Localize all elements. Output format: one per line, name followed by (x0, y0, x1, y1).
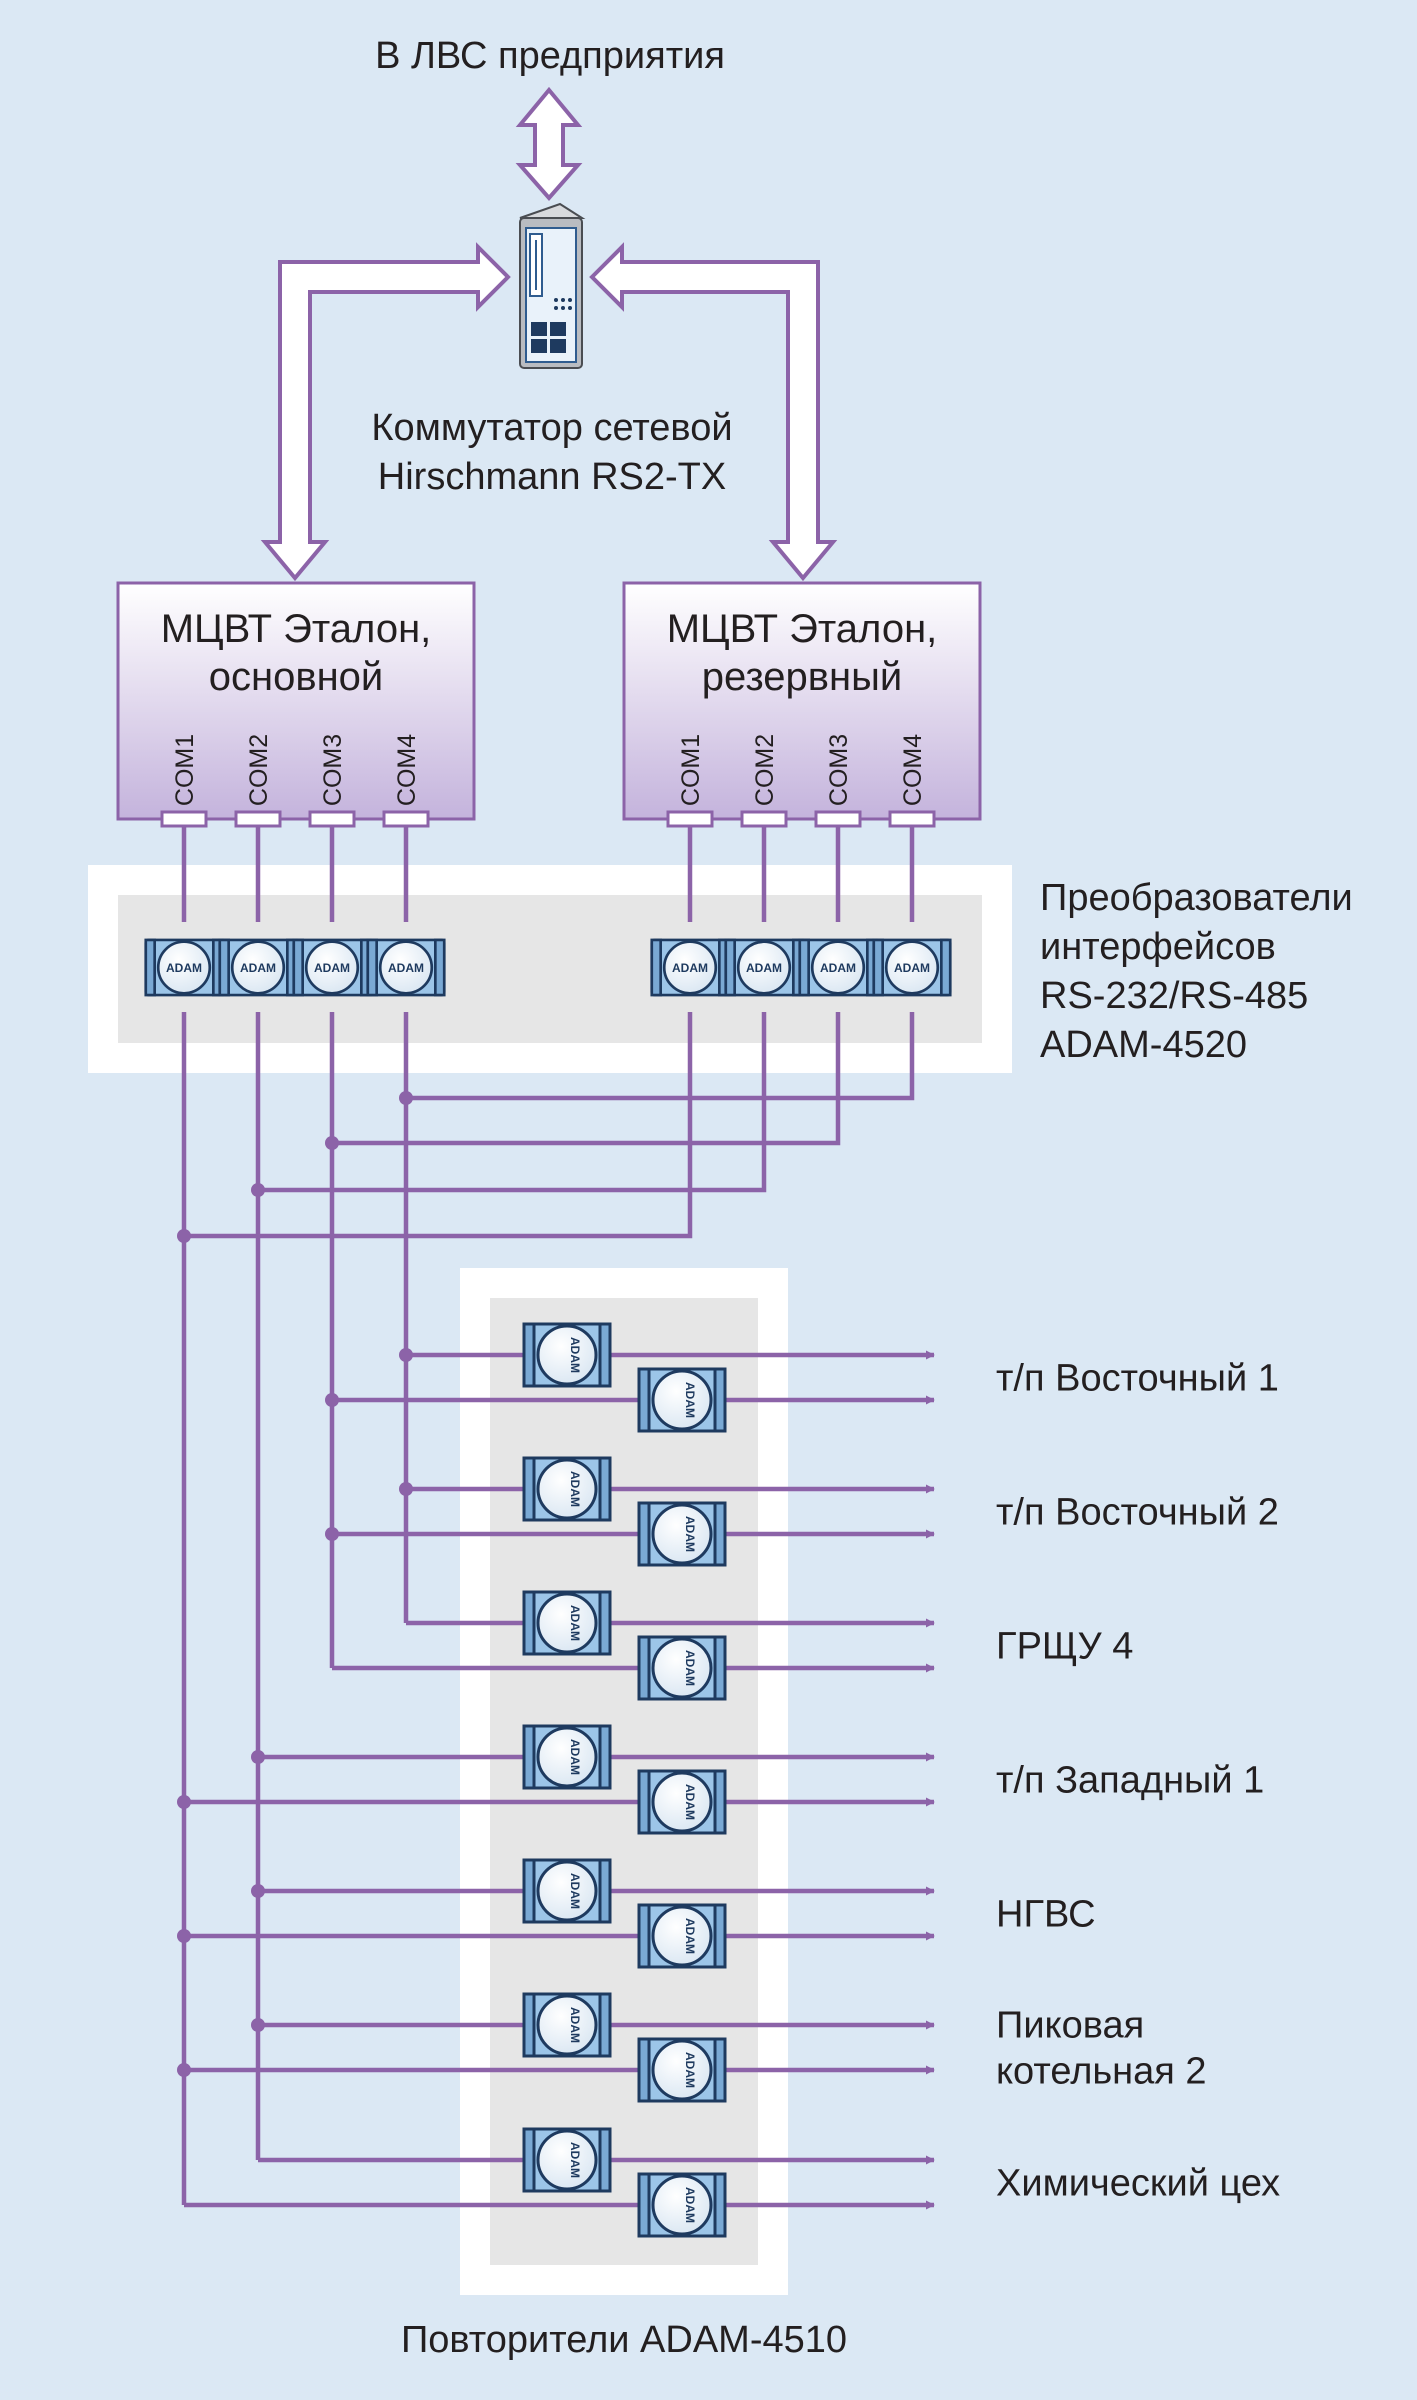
lan-label: В ЛВС предприятия (375, 35, 725, 77)
reserve-com2-crossover (258, 1012, 767, 1193)
reserve-com4-label: COM4 (899, 734, 927, 806)
reserve-com3-junction (325, 1136, 339, 1150)
destination-7-label: Химический цех (996, 2163, 1280, 2205)
converter-8-label: ADAM (894, 961, 930, 975)
repeater-2-2-label: ADAM (683, 1516, 697, 1552)
reserve-com4-port (888, 810, 936, 828)
repeater-4-2-label: ADAM (683, 1784, 697, 1820)
reserve-com1-port (666, 810, 714, 828)
reserve-com3-port (814, 810, 862, 828)
converter-6-label: ADAM (746, 961, 782, 975)
repeater-7-2-icon (637, 2172, 727, 2238)
converters-label-line1: Преобразователи (1040, 877, 1353, 919)
repeater-7-2-label: ADAM (683, 2187, 697, 2223)
reserve-com3-label: COM3 (825, 734, 853, 806)
repeater-5-2-icon (637, 1903, 727, 1969)
repeater-6-2-label: ADAM (683, 2052, 697, 2088)
destination-1-label: т/п Восточный 1 (996, 1358, 1279, 1400)
reserve-com4-crossover (406, 1012, 915, 1101)
destination-2-channel-2-junction (325, 1527, 339, 1541)
repeater-1-1-label: ADAM (568, 1337, 582, 1373)
repeater-2-2-icon (637, 1501, 727, 1567)
reserve-com3-crossover (332, 1012, 841, 1146)
repeater-6-2-icon (637, 2037, 727, 2103)
network-switch-icon (519, 202, 586, 369)
repeater-1-2-label: ADAM (683, 1382, 697, 1418)
repeater-2-1-label: ADAM (568, 1471, 582, 1507)
reserve-computer-box: МЦВТ Эталон, резервный (622, 581, 982, 821)
switch-label-line2: Hirschmann RS2-TX (378, 456, 726, 498)
converter-4-label: ADAM (388, 961, 424, 975)
repeater-3-1-label: ADAM (568, 1605, 582, 1641)
destination-6-label-line1: Пиковая (996, 2005, 1144, 2047)
main-computer-title-line1: МЦВТ Эталон, (161, 607, 432, 651)
repeater-5-1-icon (522, 1858, 612, 1924)
destination-4-label: т/п Западный 1 (996, 1760, 1264, 1802)
converter-1-label: ADAM (166, 961, 202, 975)
destination-5-label: НГВС (996, 1894, 1096, 1936)
main-computer-link-arrow (260, 242, 511, 582)
repeater-7-1-label: ADAM (568, 2142, 582, 2178)
reserve-com1-junction (177, 1229, 191, 1243)
reserve-com1-crossover (184, 1012, 693, 1239)
destination-6-channel-1-junction (251, 2018, 265, 2032)
repeater-4-1-icon (522, 1724, 612, 1790)
destination-2-label: т/п Восточный 2 (996, 1492, 1279, 1534)
destination-4-channel-1-junction (251, 1750, 265, 1764)
converter-5-label: ADAM (672, 961, 708, 975)
repeater-6-1-icon (522, 1992, 612, 2058)
repeater-3-1-icon (522, 1590, 612, 1656)
repeater-3-2-label: ADAM (683, 1650, 697, 1686)
converter-2-label: ADAM (240, 961, 276, 975)
reserve-com2-port (740, 810, 788, 828)
destination-1-channel-2-junction (325, 1393, 339, 1407)
destination-6-channel-2-junction (177, 2063, 191, 2077)
main-computer-box: МЦВТ Эталон, основной (116, 581, 476, 821)
main-com3-port (308, 810, 356, 828)
reserve-com1-label: COM1 (677, 734, 705, 806)
reserve-computer-link-arrow (589, 242, 838, 582)
repeater-2-1-icon (522, 1456, 612, 1522)
destination-3-label: ГРЩУ 4 (996, 1626, 1133, 1668)
destination-6-label-line2: котельная 2 (996, 2051, 1207, 2093)
reserve-computer-title-line1: МЦВТ Эталон, (667, 607, 938, 651)
main-computer-title-line2: основной (209, 655, 384, 699)
converters-label-line4: ADAM-4520 (1040, 1024, 1247, 1066)
repeaters-label: Повторители ADAM-4510 (401, 2319, 847, 2361)
repeater-7-1-icon (522, 2127, 612, 2193)
main-com4-label: COM4 (393, 734, 421, 806)
repeater-1-2-icon (637, 1367, 727, 1433)
repeater-5-1-label: ADAM (568, 1873, 582, 1909)
destination-4-channel-2-junction (177, 1795, 191, 1809)
destination-2-channel-1-junction (399, 1482, 413, 1496)
repeater-3-2-icon (637, 1635, 727, 1701)
converter-3-label: ADAM (314, 961, 350, 975)
repeater-5-2-label: ADAM (683, 1918, 697, 1954)
converter-7-label: ADAM (820, 961, 856, 975)
destination-5-channel-1-junction (251, 1884, 265, 1898)
destination-5-channel-2-junction (177, 1929, 191, 1943)
main-com2-port (234, 810, 282, 828)
switch-label-line1: Коммутатор сетевой (371, 407, 732, 449)
repeater-1-1-icon (522, 1322, 612, 1388)
reserve-com2-label: COM2 (751, 734, 779, 806)
main-com1-port (160, 810, 208, 828)
repeater-6-1-label: ADAM (568, 2007, 582, 2043)
main-com2-label: COM2 (245, 734, 273, 806)
reserve-com2-junction (251, 1183, 265, 1197)
reserve-com4-junction (399, 1091, 413, 1105)
repeater-4-2-icon (637, 1769, 727, 1835)
lan-double-arrow (515, 86, 583, 202)
converters-label-line2: интерфейсов (1040, 926, 1276, 968)
destination-1-channel-1-junction (399, 1348, 413, 1362)
reserve-computer-title-line2: резервный (702, 655, 902, 699)
repeater-4-1-label: ADAM (568, 1739, 582, 1775)
converters-label-line3: RS-232/RS-485 (1040, 975, 1308, 1017)
main-com1-label: COM1 (171, 734, 199, 806)
main-com4-port (382, 810, 430, 828)
main-com3-label: COM3 (319, 734, 347, 806)
